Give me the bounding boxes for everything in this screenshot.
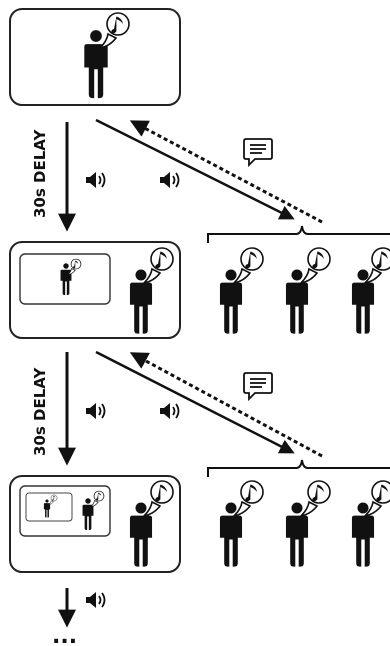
broadcast-arrow xyxy=(95,118,295,220)
music-note-bubble-icon xyxy=(233,247,264,284)
comment-bubble-icon xyxy=(243,138,273,166)
speaker-icon xyxy=(159,402,180,420)
viewer-group-brace xyxy=(207,459,390,477)
continuation-ellipsis: ... xyxy=(52,624,77,646)
viewer-group-brace xyxy=(207,225,390,243)
delay-label: 30s DELAY xyxy=(31,367,49,456)
music-note-bubble-icon xyxy=(233,480,264,517)
chat-feedback-arrow xyxy=(129,352,323,458)
music-note-bubble-icon xyxy=(364,247,390,284)
chat-feedback-arrow xyxy=(129,120,323,224)
speaker-icon xyxy=(159,171,180,189)
music-note-bubble-icon xyxy=(364,480,390,517)
delay-label: 30s DELAY xyxy=(31,129,49,218)
broadcast-arrow xyxy=(95,350,295,454)
speaker-icon xyxy=(85,402,106,420)
music-note-bubble-icon xyxy=(300,247,331,284)
comment-bubble-icon xyxy=(243,372,273,400)
speaker-icon xyxy=(85,171,106,189)
speaker-icon xyxy=(85,591,106,609)
music-note-bubble-icon xyxy=(300,480,331,517)
